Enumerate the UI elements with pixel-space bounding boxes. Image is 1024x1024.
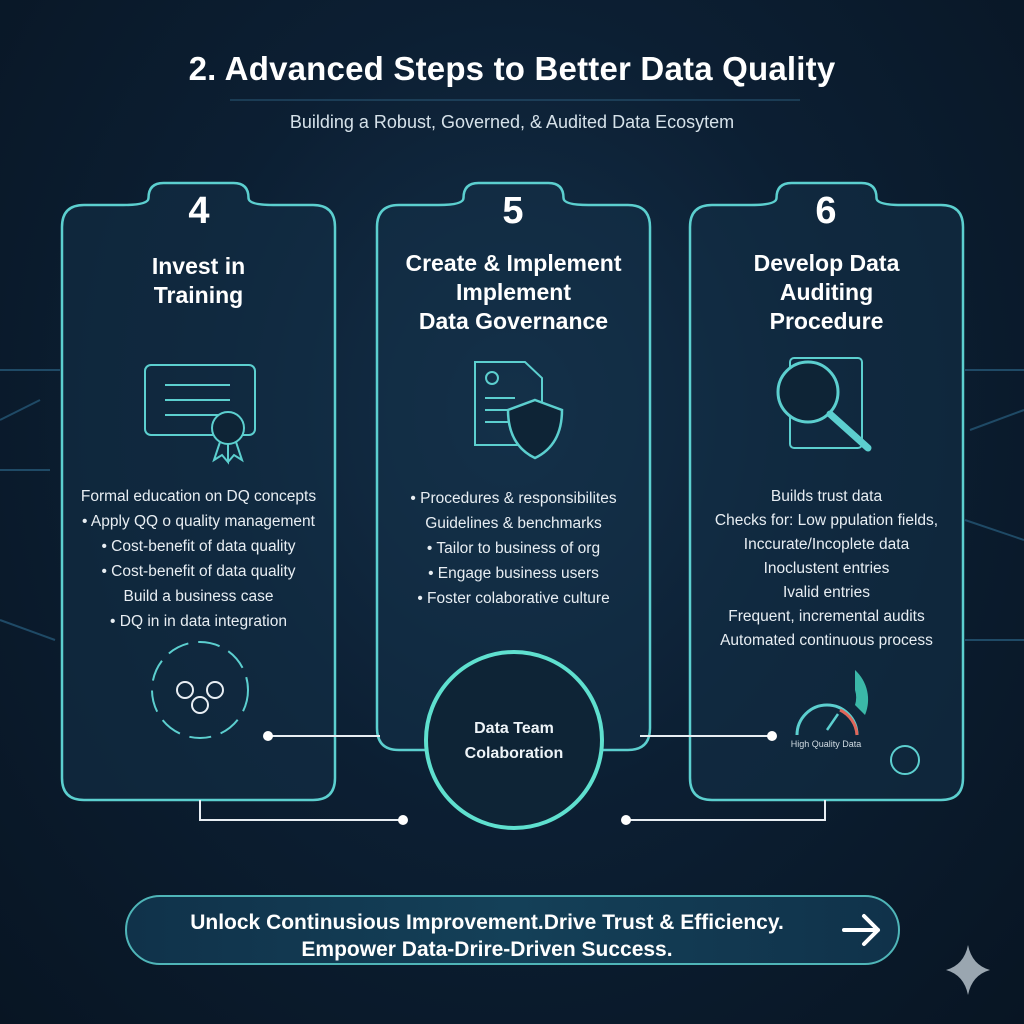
- certificate-seal: [211, 411, 245, 445]
- heading-line: Auditing: [779, 279, 874, 305]
- circuit-line: [969, 409, 1024, 431]
- heading-line: Training: [153, 282, 244, 308]
- list-item: Inccurate/Incoplete data: [743, 536, 910, 553]
- page-title: 2. Advanced Steps to Better Data Quality: [188, 50, 836, 87]
- heading-line: Develop Data: [753, 250, 900, 276]
- connector-dot: [398, 815, 408, 825]
- circuit-line: [0, 619, 56, 641]
- list-item: • Apply QQ o quality management: [82, 513, 315, 530]
- connector-line: [199, 800, 403, 821]
- center-label-line: Data Team: [474, 720, 554, 737]
- person-head: [206, 681, 224, 699]
- certificate-ribbon: [212, 441, 244, 465]
- magnifier-handle: [826, 410, 872, 452]
- list-item: • DQ in in data integration: [110, 613, 287, 630]
- certificate-icon: [144, 364, 256, 436]
- step-card-4: [60, 181, 337, 802]
- heading-line: Procedure: [769, 308, 884, 334]
- collaboration-circle: [424, 650, 604, 830]
- list-item: • Cost-benefit of data quality: [101, 538, 296, 555]
- circuit-line: [0, 399, 41, 421]
- shield-shape: [506, 398, 564, 460]
- step-items-6: Builds trust data Checks for: Low ppulat…: [690, 485, 963, 653]
- heading-line: Invest in: [151, 253, 246, 279]
- list-item: Ivalid entries: [782, 584, 870, 601]
- heading-line: Implement: [455, 279, 572, 305]
- person-head: [191, 696, 209, 714]
- list-item: Formal education on DQ concepts: [80, 488, 317, 505]
- step-items-5: • Procedures & responsibilites Guideline…: [377, 486, 650, 611]
- list-item: Build a business case: [123, 588, 274, 605]
- step-number-6: 6: [815, 190, 837, 232]
- cta-line: Empower Data-Drire-Driven Success.: [301, 938, 673, 961]
- center-label-line: Colaboration: [464, 745, 564, 762]
- center-label: Data Team Colaboration: [424, 716, 604, 766]
- gauge-red-segment: [839, 708, 859, 736]
- heading-line: Create & Implement: [405, 250, 622, 276]
- circuit-line: [964, 519, 1024, 541]
- connector-dot: [767, 731, 777, 741]
- list-item: Inoclustent entries: [763, 560, 890, 577]
- list-item: • Foster colaborative culture: [417, 590, 610, 607]
- pie-segment-icon: [855, 670, 869, 715]
- step-number-4: 4: [188, 190, 210, 232]
- arrow-right-icon: [842, 914, 880, 946]
- step-card-5: [375, 181, 652, 752]
- list-item: Builds trust data: [770, 488, 883, 505]
- cta-line: Unlock Continusious Improvement.Drive Tr…: [190, 911, 784, 934]
- magnifier-lens: [776, 360, 840, 424]
- list-item: • Tailor to business of org: [426, 540, 601, 557]
- step-number-5: 5: [502, 190, 524, 232]
- heading-line: Data Governance: [418, 308, 609, 334]
- list-item: Frequent, incremental audits: [728, 608, 925, 625]
- person-head: [176, 681, 194, 699]
- team-cycle-icon: [151, 641, 249, 739]
- connector-dot: [263, 731, 273, 741]
- person-mark: [485, 371, 499, 385]
- step-card-6: [688, 181, 965, 802]
- page-subtitle: Building a Robust, Governed, & Audited D…: [289, 112, 735, 132]
- step-heading-5: Create & Implement Implement Data Govern…: [377, 249, 650, 336]
- list-item: Guidelines & benchmarks: [425, 515, 602, 532]
- connector-dot: [621, 815, 631, 825]
- connector-line: [626, 800, 826, 821]
- step-items-4: Formal education on DQ concepts • Apply …: [62, 484, 335, 634]
- list-item: Automated continuous process: [720, 632, 933, 649]
- list-item: • Procedures & responsibilites: [410, 490, 617, 507]
- gauge-needle: [825, 713, 840, 731]
- step-heading-4: Invest in Training: [62, 252, 335, 310]
- gauge-label: High Quality Data: [790, 739, 862, 749]
- list-item: • Cost-benefit of data quality: [101, 563, 296, 580]
- list-item: • Engage business users: [428, 565, 599, 582]
- clock-icon: [890, 745, 920, 775]
- cta-button[interactable]: Unlock Continusious Improvement.Drive Tr…: [125, 895, 900, 965]
- step-heading-6: Develop Data Auditing Procedure: [690, 249, 963, 336]
- list-item: Checks for: Low ppulation fields,: [714, 512, 939, 529]
- cta-text: Unlock Continusious Improvement.Drive Tr…: [147, 909, 827, 963]
- sparkle-icon: [946, 945, 990, 995]
